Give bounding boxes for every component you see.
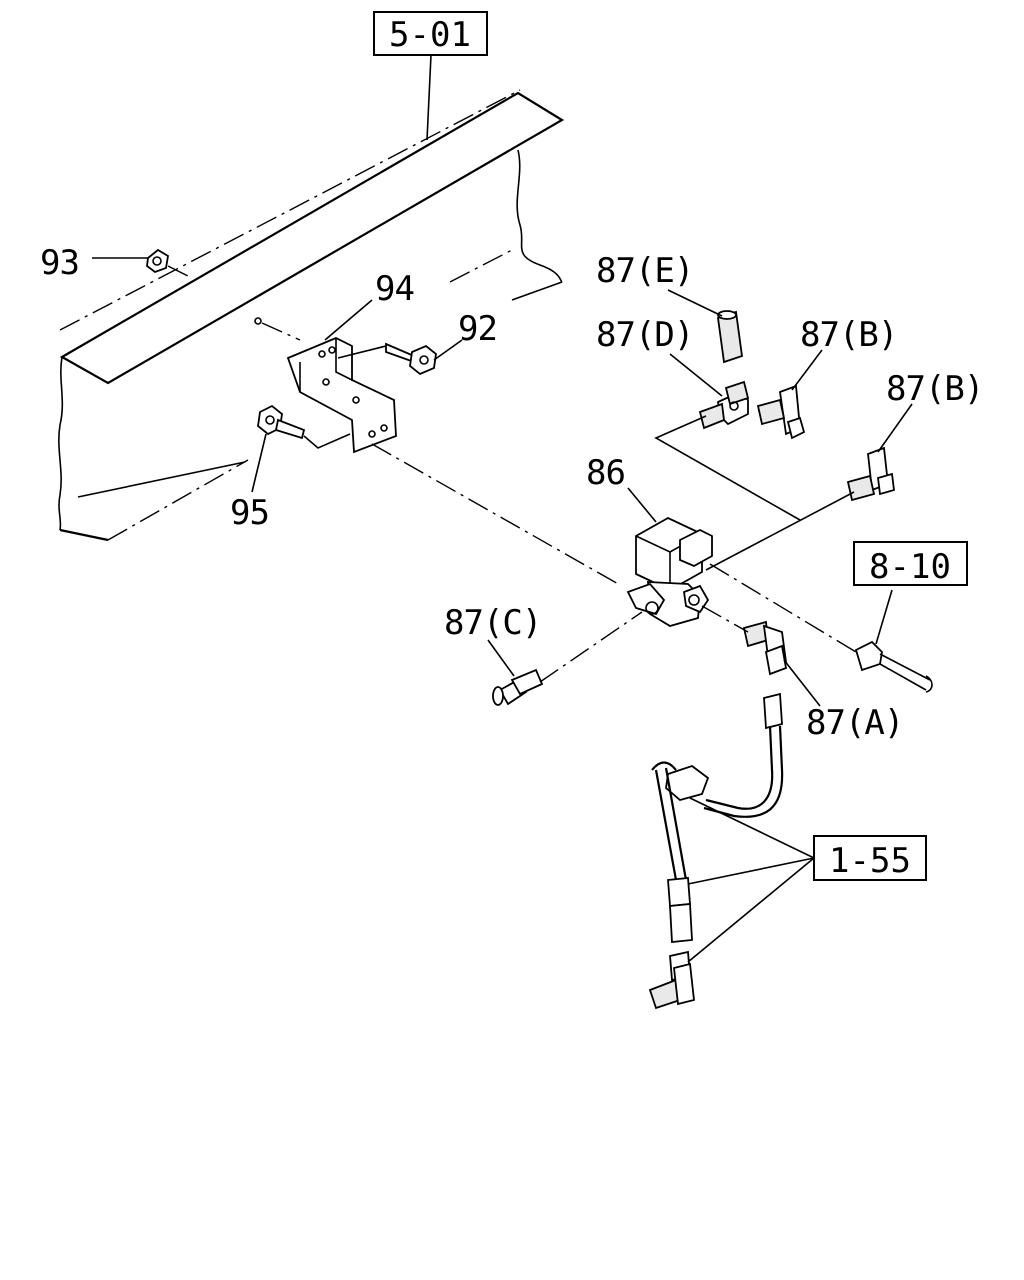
fitting-87e [717,310,743,364]
ref-harness-label: 8-10 [869,547,951,587]
label-87d: 87(D) [596,315,693,355]
valve-86 [626,516,713,627]
ref-box-pipe[interactable]: 1-55 [813,835,927,881]
bolt-92 [385,342,437,376]
label-87b-right: 87(B) [886,369,983,409]
frame-rail [58,89,565,542]
nut-93 [146,248,169,274]
label-95: 95 [230,493,269,533]
label-87e: 87(E) [596,251,693,291]
ref-frame-label: 5-01 [389,15,471,55]
label-93: 93 [40,243,79,283]
pipe-assembly [648,692,784,1010]
ref-pipe-label: 1-55 [829,841,911,881]
label-87b-upper: 87(B) [800,315,897,355]
label-92: 92 [458,309,497,349]
harness-clip [854,640,883,672]
label-87a: 87(A) [806,703,903,743]
fitting-87b-right [846,446,895,502]
bolt-95 [257,404,306,440]
label-87c: 87(C) [444,603,541,643]
ref-box-frame[interactable]: 5-01 [373,11,488,56]
bracket-94 [286,337,397,454]
label-86: 86 [586,453,625,493]
ref-box-harness[interactable]: 8-10 [853,541,968,587]
fitting-87d [698,380,750,430]
fitting-87a [742,620,788,676]
fitting-87c [492,668,544,706]
fitting-87b-upper [756,384,806,440]
label-94: 94 [375,269,414,309]
